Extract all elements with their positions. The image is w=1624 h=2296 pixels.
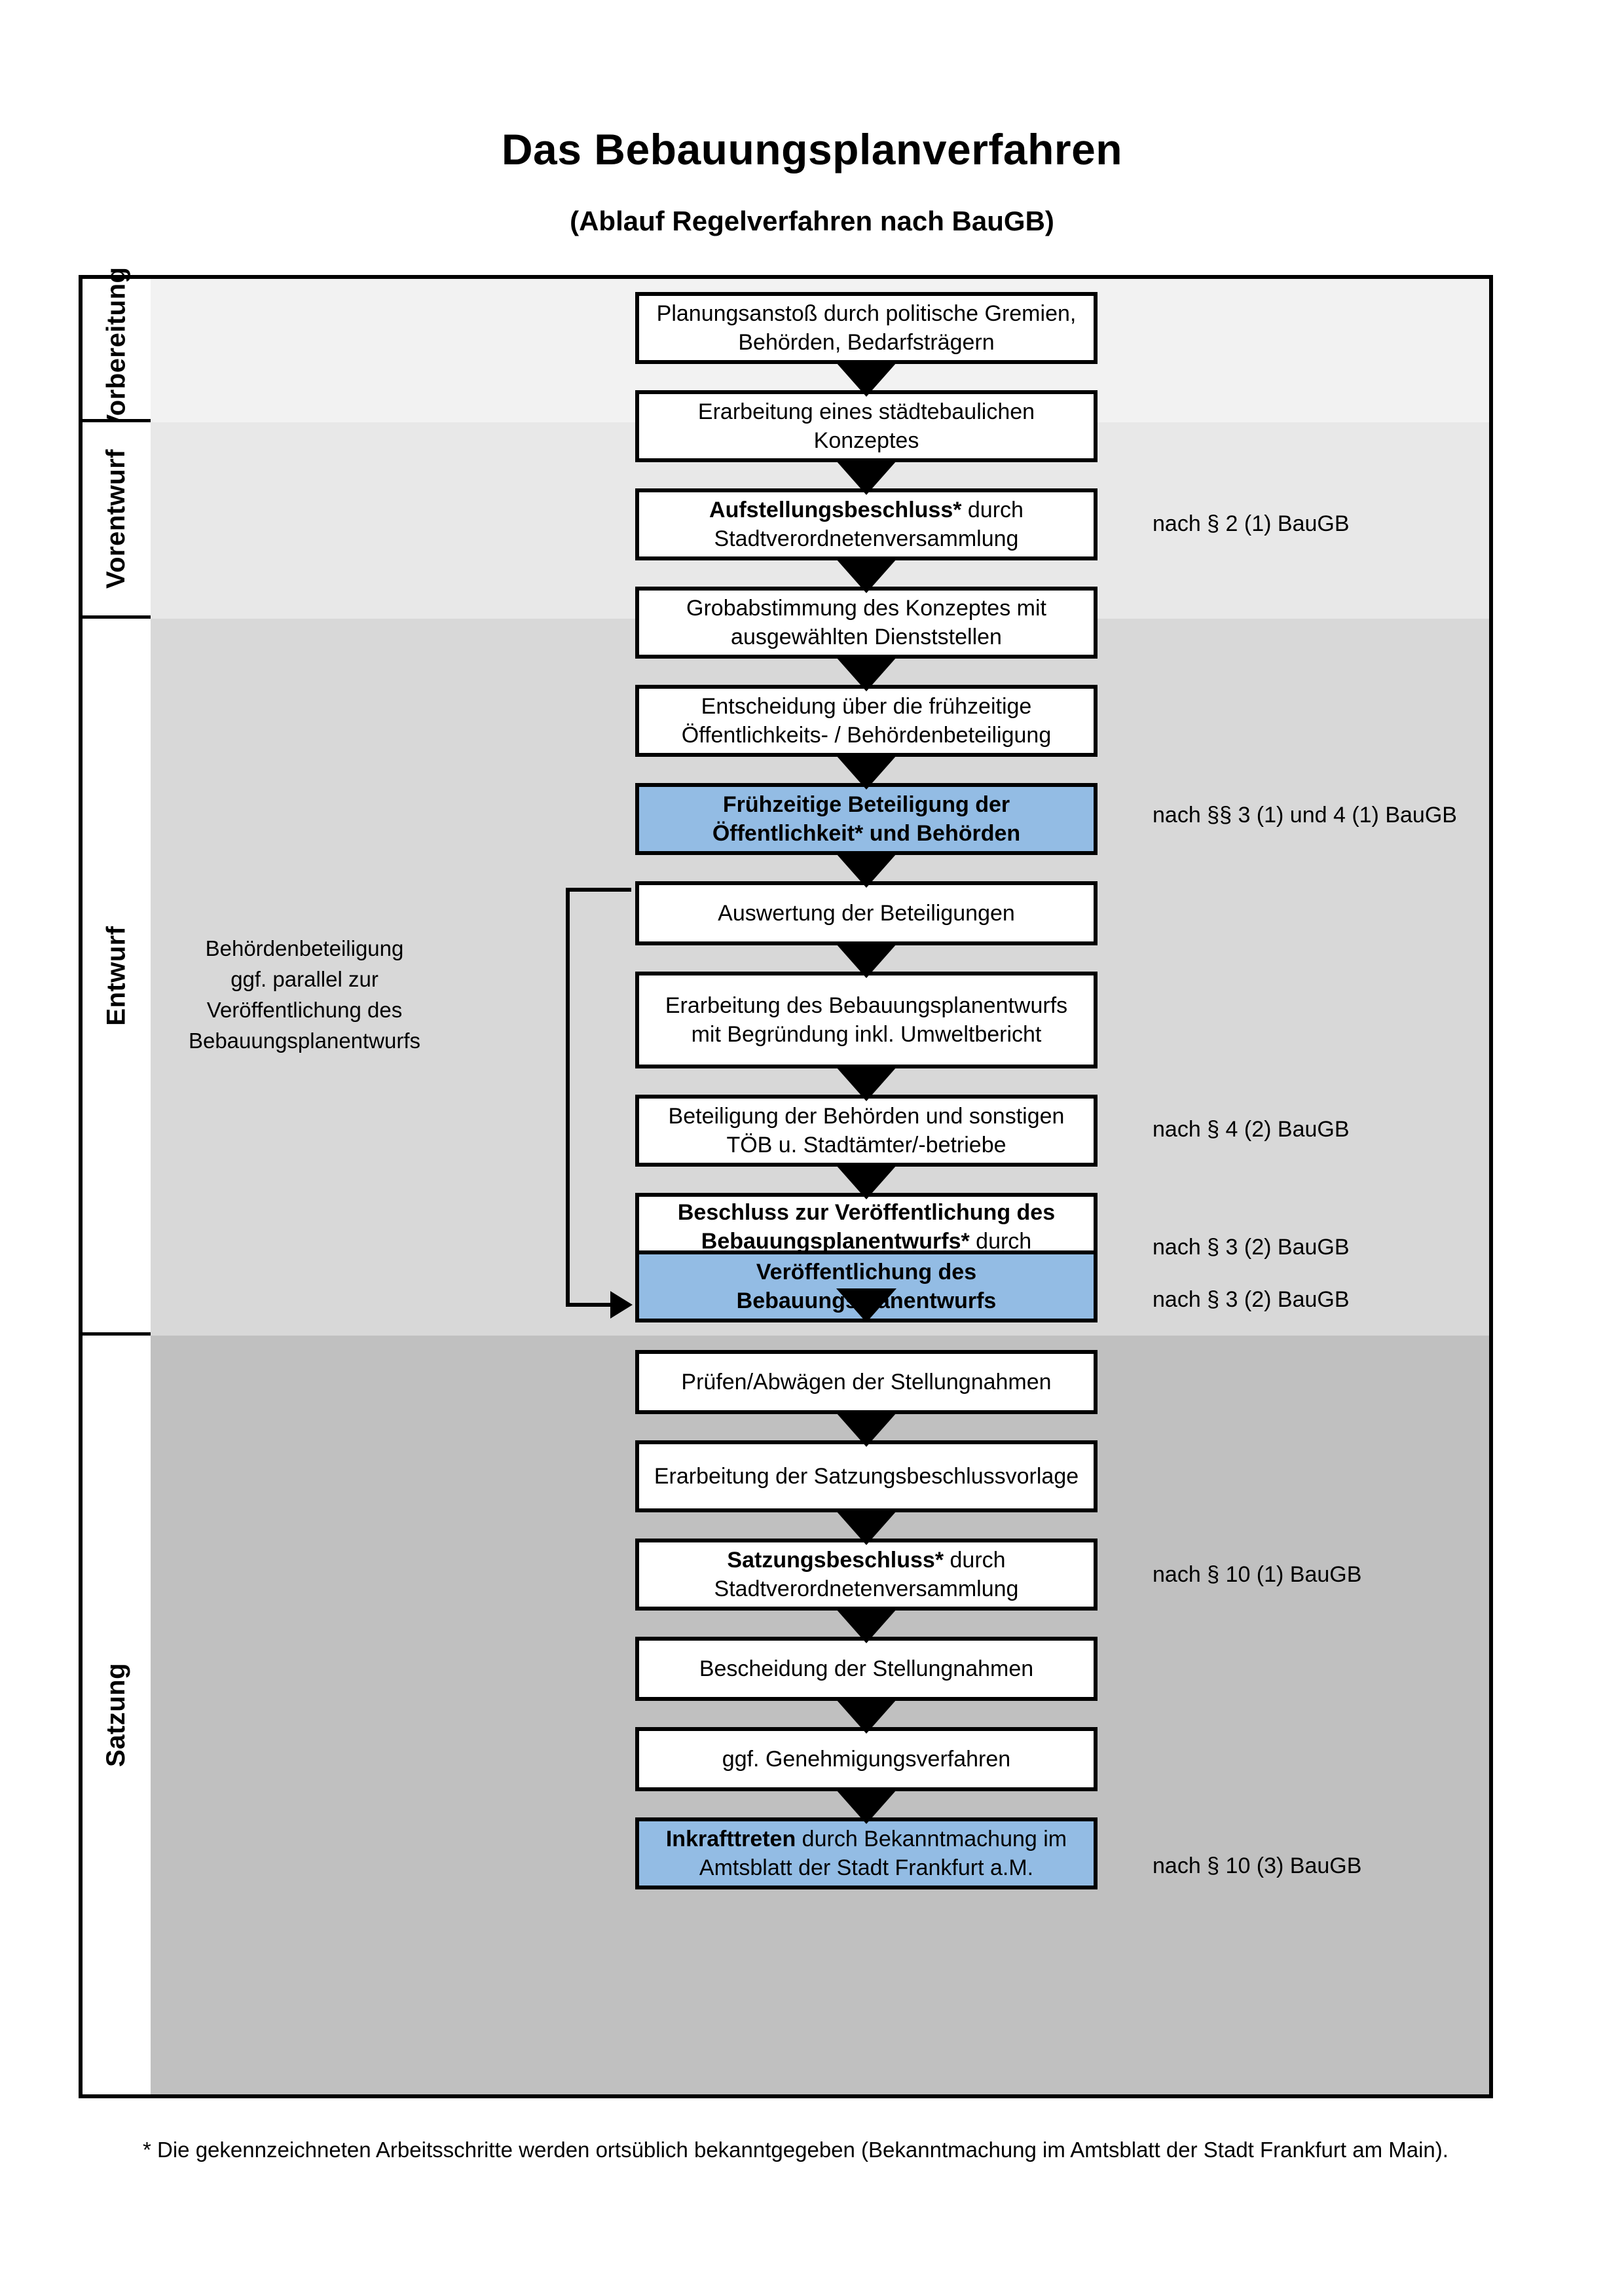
ref-satzungsbeschluss: nach § 10 (1) BauGB xyxy=(1153,1562,1362,1587)
arrow-icon-16 xyxy=(836,1790,896,1824)
step-planungsanstoss[interactable]: Planungsanstoß durch politische Gremien,… xyxy=(635,292,1098,364)
step-bescheidung-label: Bescheidung der Stellungnahmen xyxy=(699,1656,1034,1681)
ref-beteiligung-behoerden: nach § 4 (2) BauGB xyxy=(1153,1117,1350,1142)
step-pruefen-abwaegen-label: Prüfen/Abwägen der Stellungnahmen xyxy=(681,1369,1052,1394)
arrow-icon-5 xyxy=(836,756,896,790)
step-entscheidung[interactable]: Entscheidung über die frühzeitige Öffent… xyxy=(635,685,1098,757)
flow-layer: Behördenbeteiligung ggf. parallel zur Ve… xyxy=(151,279,1489,2094)
step-fruehzeitige-beteiligung[interactable]: Frühzeitige Beteiligung der Öffentlichke… xyxy=(635,783,1098,855)
step-planungsanstoss-label: Planungsanstoß durch politische Gremien,… xyxy=(656,301,1077,355)
phase-label-vorentwurf: Vorentwurf xyxy=(101,448,131,589)
step-satzungsbeschluss[interactable]: Satzungsbeschluss* durch Stadtverordnete… xyxy=(635,1539,1098,1611)
step-inkrafttreten-bold: Inkrafttreten xyxy=(665,1826,796,1851)
step-inkrafttreten[interactable]: Inkrafttreten durch Bekanntmachung im Am… xyxy=(635,1817,1098,1889)
arrow-icon-12 xyxy=(836,1413,896,1447)
phase-label-satzung: Satzung xyxy=(101,1662,131,1768)
step-fruehzeitige-beteiligung-label: Frühzeitige Beteiligung der Öffentlichke… xyxy=(712,792,1021,846)
step-bescheidung[interactable]: Bescheidung der Stellungnahmen xyxy=(635,1637,1098,1701)
step-auswertung[interactable]: Auswertung der Beteiligungen xyxy=(635,881,1098,945)
step-erarbeitung-entwurf-label: Erarbeitung des Bebauungsplanentwurfs mi… xyxy=(665,993,1068,1047)
step-beteiligung-behoerden[interactable]: Beteiligung der Behörden und sonstigen T… xyxy=(635,1095,1098,1167)
arrow-icon-3 xyxy=(836,559,896,593)
arrow-icon-13 xyxy=(836,1511,896,1545)
step-erarbeitung-entwurf[interactable]: Erarbeitung des Bebauungsplanentwurfs mi… xyxy=(635,972,1098,1068)
step-grobabstimmung[interactable]: Grobabstimmung des Konzeptes mit ausgewä… xyxy=(635,587,1098,659)
step-aufstellungsbeschluss-bold: Aufstellungsbeschluss* xyxy=(709,497,962,522)
step-auswertung-label: Auswertung der Beteiligungen xyxy=(718,900,1015,926)
step-grobabstimmung-label: Grobabstimmung des Konzeptes mit ausgewä… xyxy=(686,595,1046,649)
bypass-connector xyxy=(566,888,638,1319)
step-pruefen-abwaegen[interactable]: Prüfen/Abwägen der Stellungnahmen xyxy=(635,1350,1098,1414)
phase-label-vorbereitung: Vorbereitung xyxy=(101,266,131,431)
phase-label-column: Vorbereitung Vorentwurf Entwurf Satzung xyxy=(83,266,151,2094)
phase-cell-vorentwurf: Vorentwurf xyxy=(83,422,151,619)
step-beschluss-veroeffentlichung-bold: Beschluss zur Veröffentlichung des Bebau… xyxy=(677,1199,1056,1254)
ref-aufstellungsbeschluss: nach § 2 (1) BauGB xyxy=(1153,511,1350,536)
arrow-icon-8 xyxy=(836,1067,896,1101)
step-konzept-label: Erarbeitung eines städtebaulichen Konzep… xyxy=(697,399,1035,453)
step-satzungsbeschlussvorlage-label: Erarbeitung der Satzungsbeschlussvorlage xyxy=(654,1463,1079,1489)
title-block: Das Bebauungsplanverfahren (Ablauf Regel… xyxy=(0,0,1624,237)
ref-fruehzeitige-beteiligung: nach §§ 3 (1) und 4 (1) BauGB xyxy=(1153,803,1457,828)
bypass-top-segment xyxy=(566,888,631,892)
bypass-arrowhead-icon xyxy=(610,1291,633,1319)
phase-label-entwurf: Entwurf xyxy=(101,925,131,1026)
ref-veroeffentlichung: nach § 3 (2) BauGB xyxy=(1153,1287,1350,1312)
flowchart-frame: Vorbereitung Vorentwurf Entwurf Satzung … xyxy=(79,266,1493,2098)
step-genehmigungsverfahren-label: ggf. Genehmigungsverfahren xyxy=(722,1746,1011,1772)
arrow-icon-15 xyxy=(836,1700,896,1734)
step-satzungsbeschlussvorlage[interactable]: Erarbeitung der Satzungsbeschlussvorlage xyxy=(635,1440,1098,1512)
arrow-icon-7 xyxy=(836,944,896,978)
arrow-icon-1 xyxy=(836,363,896,397)
arrow-icon-2 xyxy=(836,461,896,495)
arrow-icon-14 xyxy=(836,1609,896,1643)
page-subtitle: (Ablauf Regelverfahren nach BauGB) xyxy=(570,206,1054,236)
bypass-bottom-segment xyxy=(566,1303,613,1307)
footnote: * Die gekennzeichneten Arbeitsschritte w… xyxy=(143,2138,1449,2162)
page-title: Das Bebauungsplanverfahren xyxy=(501,125,1123,173)
arrow-icon-6 xyxy=(836,854,896,888)
step-inkrafttreten-label: durch Bekanntmachung im Amtsblatt der St… xyxy=(699,1826,1067,1880)
phase-cell-entwurf: Entwurf xyxy=(83,619,151,1336)
step-konzept[interactable]: Erarbeitung eines städtebaulichen Konzep… xyxy=(635,390,1098,462)
step-veroeffentlichung[interactable]: Veröffentlichung des Bebauungsplanentwur… xyxy=(635,1250,1098,1322)
phase-cell-satzung: Satzung xyxy=(83,1336,151,2094)
bypass-vertical-segment xyxy=(566,888,570,1307)
step-entscheidung-label: Entscheidung über die frühzeitige Öffent… xyxy=(681,693,1052,748)
step-beteiligung-behoerden-label: Beteiligung der Behörden und sonstigen T… xyxy=(668,1103,1065,1157)
step-satzungsbeschluss-label: durch Stadtverordnetenversammlung xyxy=(714,1547,1019,1601)
step-satzungsbeschluss-bold: Satzungsbeschluss* xyxy=(727,1547,944,1573)
phase-cell-vorbereitung: Vorbereitung xyxy=(83,266,151,431)
arrow-icon-4 xyxy=(836,657,896,691)
step-aufstellungsbeschluss[interactable]: Aufstellungsbeschluss* durch Stadtverord… xyxy=(635,488,1098,560)
step-aufstellungsbeschluss-label: durch Stadtverordnetenversammlung xyxy=(714,497,1024,551)
ref-beschluss-veroeffentlichung: nach § 3 (2) BauGB xyxy=(1153,1235,1350,1260)
arrow-icon-9 xyxy=(836,1165,896,1199)
step-genehmigungsverfahren[interactable]: ggf. Genehmigungsverfahren xyxy=(635,1727,1098,1791)
entwurf-side-note: Behördenbeteiligung ggf. parallel zur Ve… xyxy=(188,936,421,1053)
ref-inkrafttreten: nach § 10 (3) BauGB xyxy=(1153,1853,1362,1878)
arrow-icon-10 xyxy=(836,1288,896,1322)
